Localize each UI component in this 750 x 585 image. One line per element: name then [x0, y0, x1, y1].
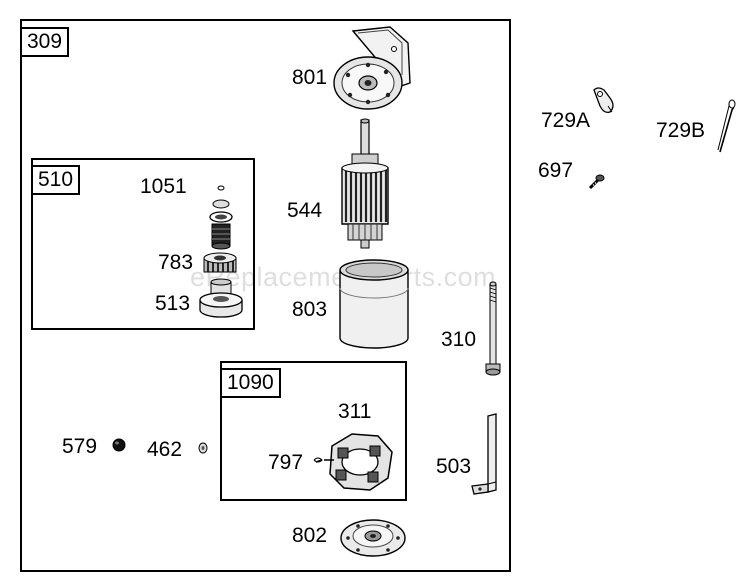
part-label-802: 802 — [292, 524, 328, 547]
screw-697 — [588, 174, 605, 190]
end-cap-bracket-801 — [333, 26, 411, 110]
washer-462 — [198, 442, 208, 454]
pinion-gear-783 — [203, 252, 237, 273]
pin-729b — [717, 99, 736, 153]
part-label-803: 803 — [292, 298, 328, 321]
part-label-783: 783 — [158, 251, 194, 274]
drive-cap-spring-1051 — [209, 185, 233, 250]
housing-cylinder-803 — [339, 259, 409, 349]
part-label-801: 801 — [292, 66, 328, 89]
part-label-729a: 729A — [541, 109, 591, 132]
group-tag-brush: 1090 — [220, 368, 281, 398]
part-label-311: 311 — [338, 400, 372, 423]
drive-group-frame — [31, 158, 255, 330]
main-assembly-frame — [20, 19, 511, 572]
part-label-797: 797 — [268, 451, 304, 474]
clip-729a — [593, 87, 614, 114]
brush-holder-plate-797-311 — [313, 433, 393, 491]
bracket-strip-503 — [471, 413, 497, 495]
end-plate-802 — [340, 519, 406, 557]
part-label-503: 503 — [436, 455, 472, 478]
part-label-729b: 729B — [656, 119, 706, 142]
part-label-513: 513 — [155, 292, 191, 315]
part-label-310: 310 — [441, 328, 477, 351]
part-label-697: 697 — [538, 159, 574, 182]
brush-group-frame — [220, 361, 407, 501]
through-bolt-310 — [485, 281, 501, 376]
drive-hub-513 — [199, 278, 243, 318]
part-label-579: 579 — [62, 435, 98, 458]
part-label-544: 544 — [287, 199, 323, 222]
part-label-462: 462 — [147, 438, 183, 461]
group-tag-main: 309 — [20, 27, 70, 57]
part-label-1051: 1051 — [140, 175, 187, 198]
nut-579 — [112, 438, 126, 452]
armature-544 — [341, 118, 389, 249]
group-tag-drive: 510 — [31, 165, 81, 195]
